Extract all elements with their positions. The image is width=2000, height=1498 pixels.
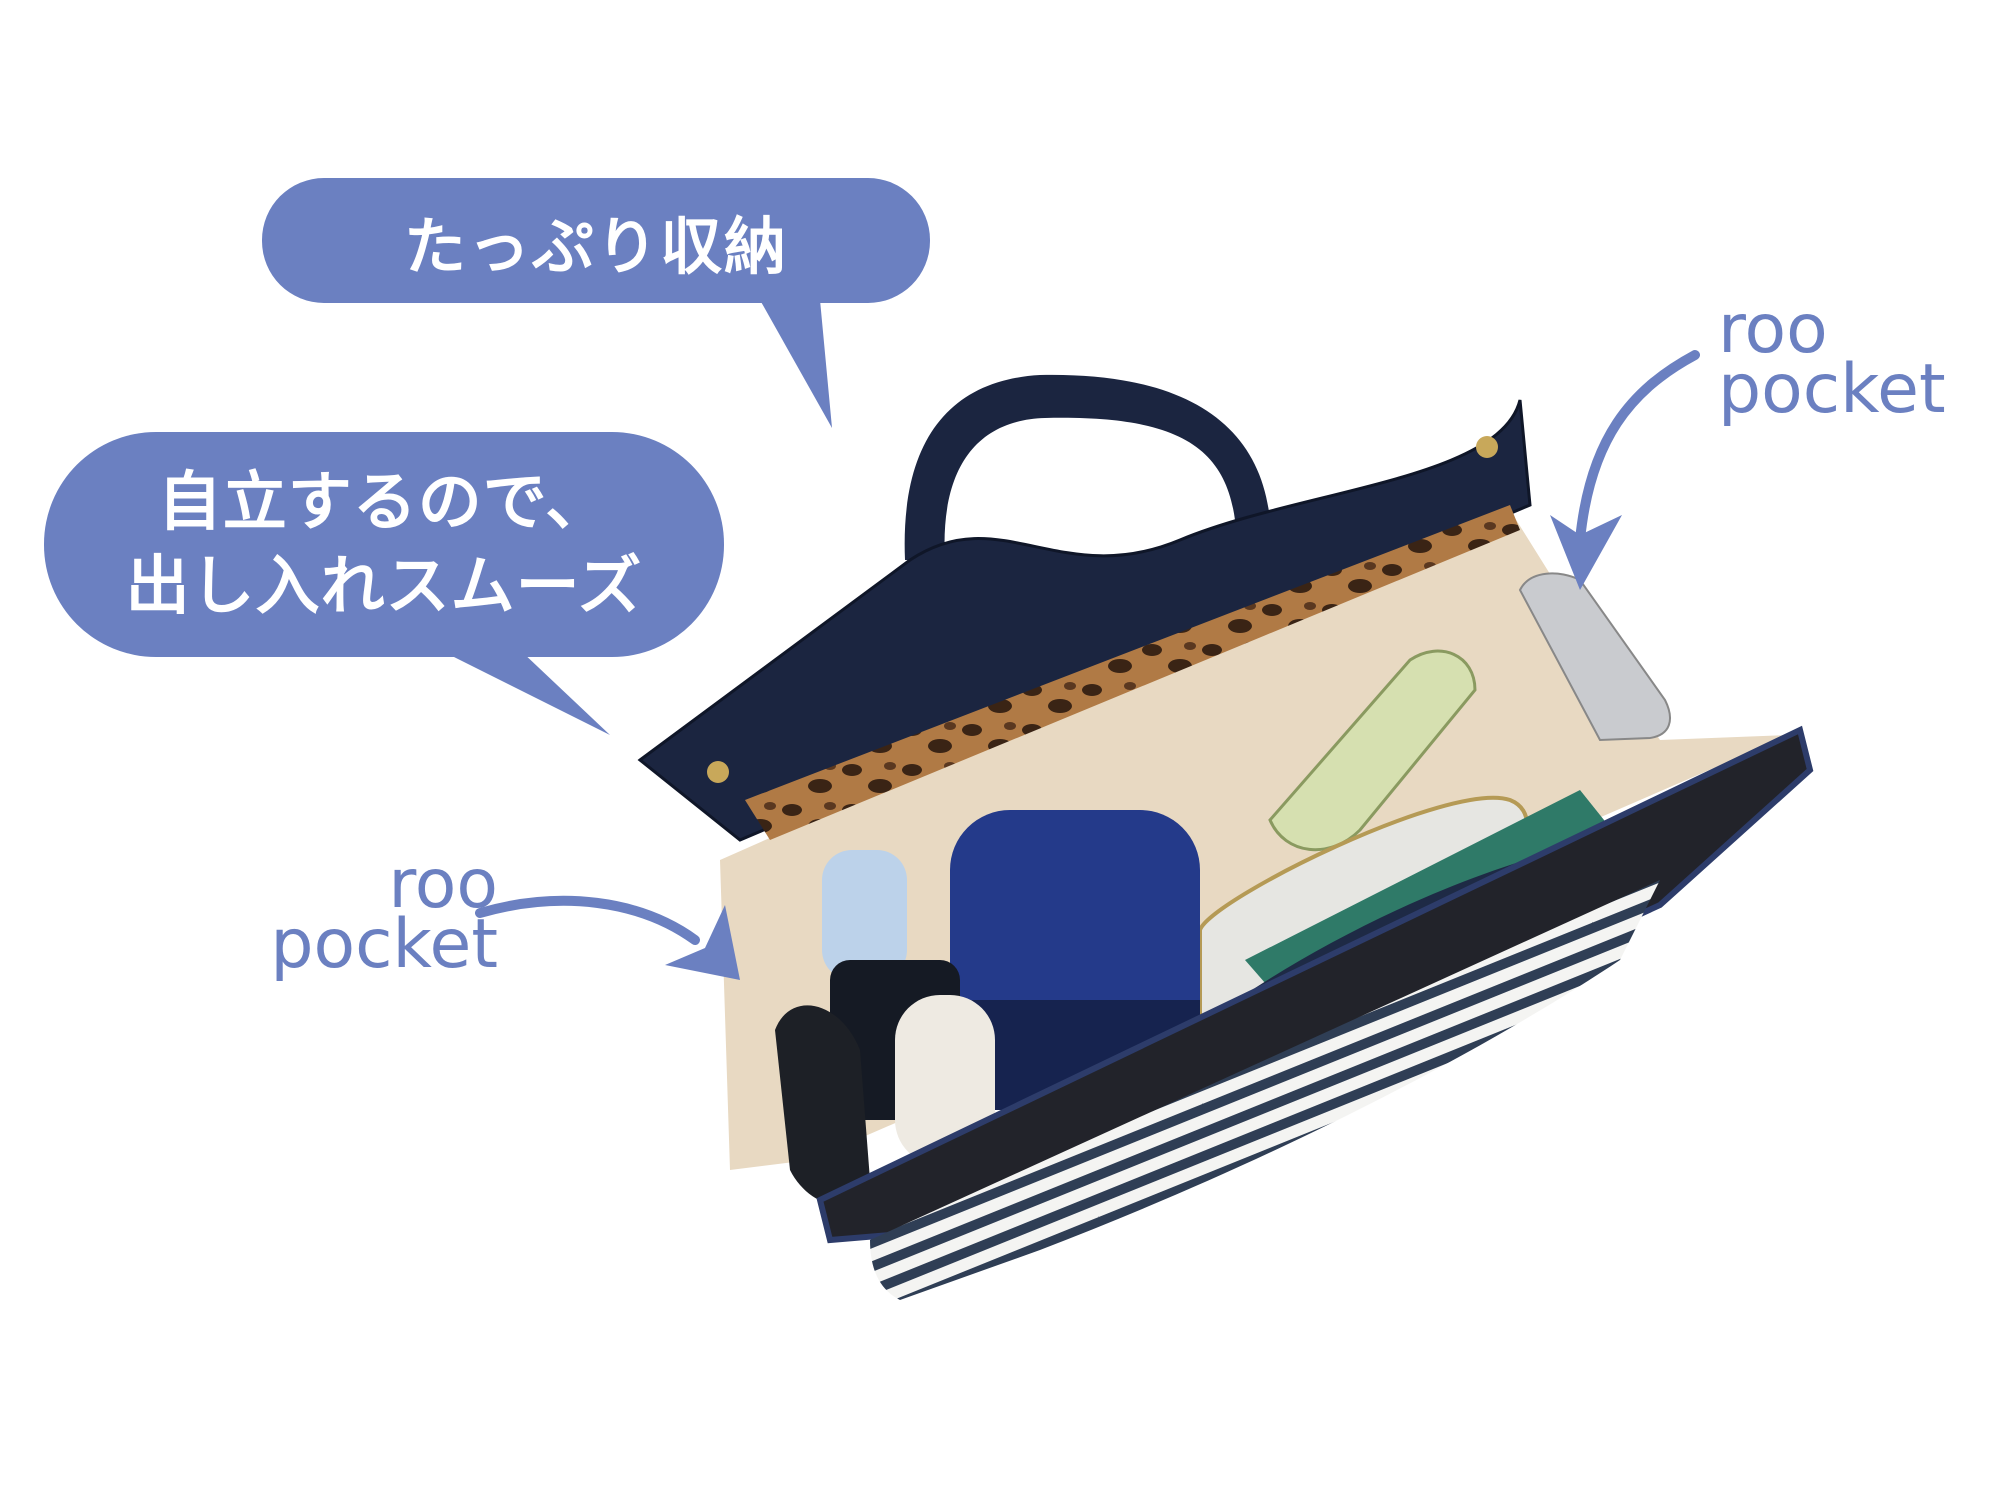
callout-capacity: たっぷり収納 xyxy=(262,178,930,303)
back-handle xyxy=(904,374,1270,560)
smartphone xyxy=(1518,572,1671,742)
label-left-pocket-line1: roo xyxy=(388,845,498,924)
striped-panel xyxy=(870,880,1660,1300)
striped-pouch xyxy=(1268,649,1477,852)
left-pocket-arrow-icon xyxy=(475,895,700,945)
right-pocket-arrow-icon xyxy=(1575,350,1700,545)
callout-self-standing: 自立するので、 出し入れスムーズ xyxy=(44,432,724,657)
callout-self-standing-line2: 出し入れスムーズ xyxy=(125,549,643,624)
callout-2-tail xyxy=(440,650,610,735)
label-right-pocket-line2: pocket xyxy=(1718,350,1946,429)
black-device xyxy=(775,1005,870,1206)
callout-capacity-text: たっぷり収納 xyxy=(403,209,788,283)
callout-self-standing-line1: 自立するので、 xyxy=(157,465,611,540)
front-panel xyxy=(816,725,1814,1244)
label-left-pocket: roo pocket xyxy=(228,845,498,984)
lotion-tube xyxy=(895,995,995,1165)
label-right-pocket: roo pocket xyxy=(1718,290,1946,429)
spray-bottle xyxy=(822,850,907,980)
label-left-pocket-line2: pocket xyxy=(270,905,498,984)
label-right-pocket-line1: roo xyxy=(1718,290,1828,369)
tortoise-file xyxy=(745,505,1520,840)
callout-1-tail xyxy=(760,300,832,428)
